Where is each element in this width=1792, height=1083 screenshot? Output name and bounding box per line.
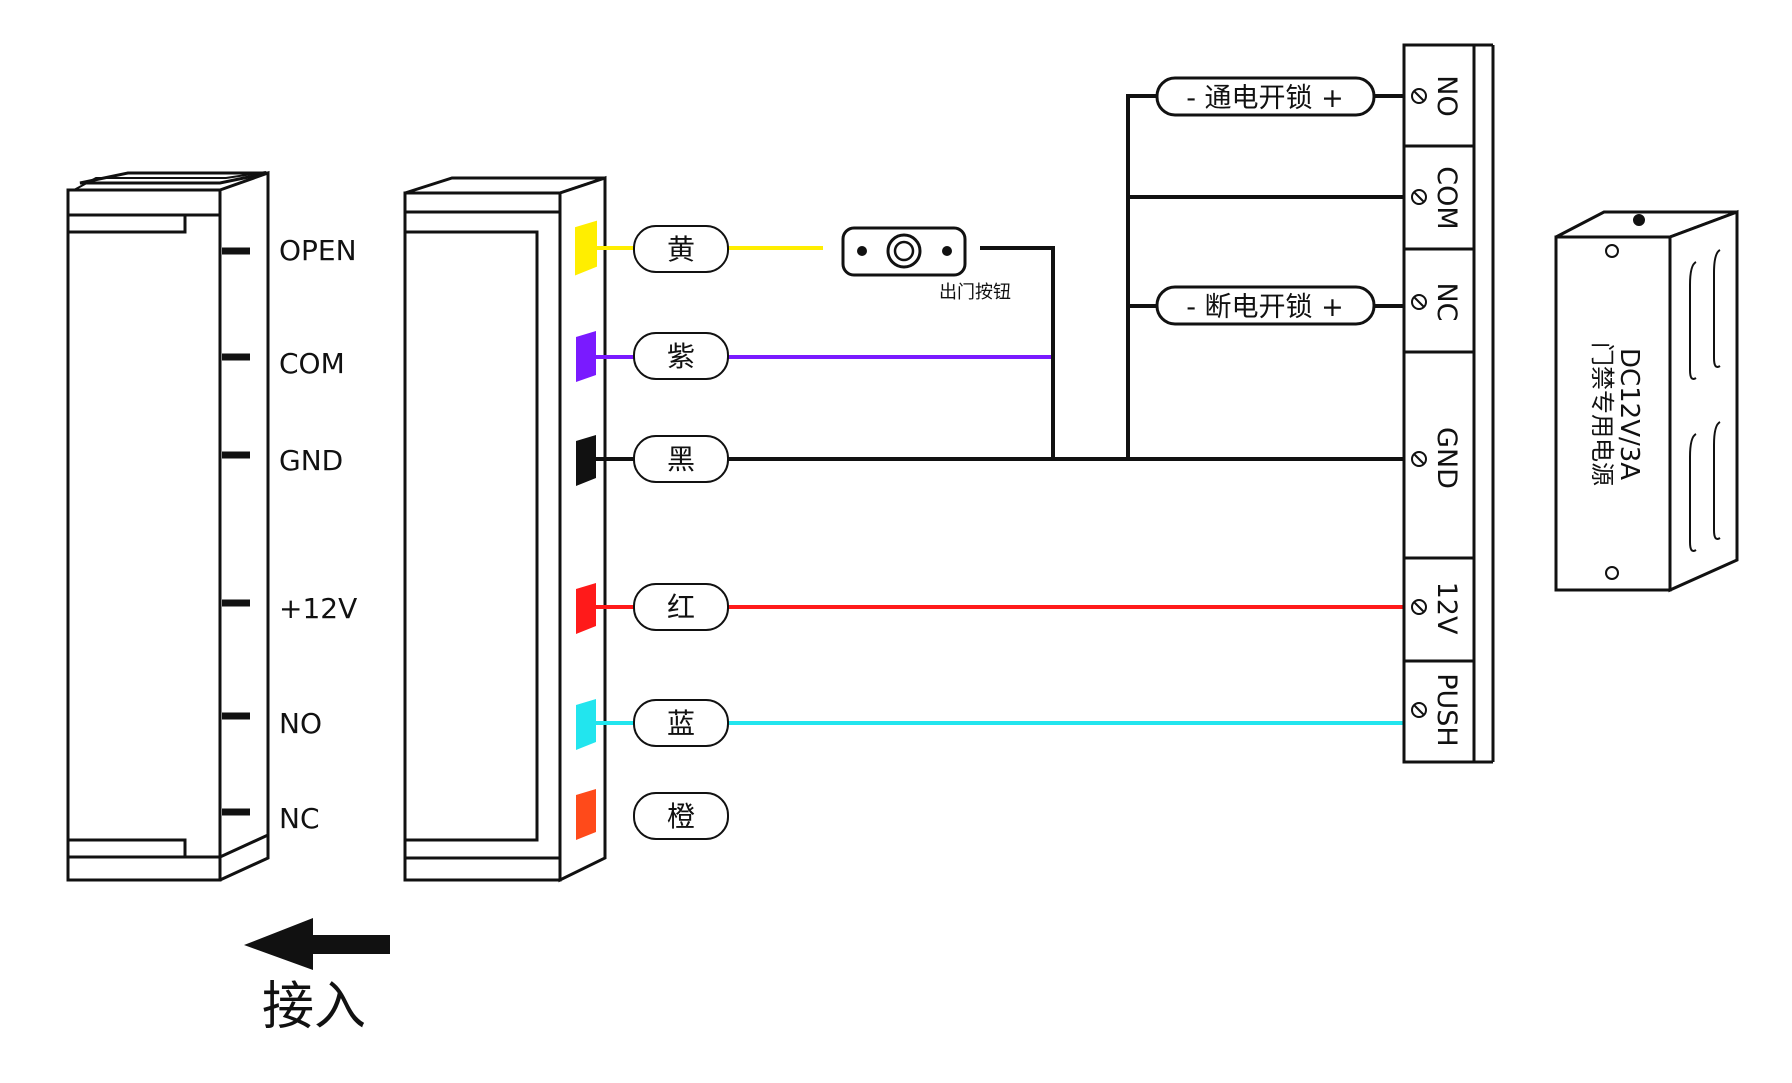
arrow-left-icon (244, 918, 390, 970)
power-supply-screws (1605, 214, 1645, 580)
terminal-label-12v: +12V (279, 592, 357, 625)
connector-red (576, 583, 596, 634)
relay-labels: - 通电开锁 + - 断电开锁 + (1155, 76, 1376, 326)
target-terminal-ticks (222, 247, 250, 816)
terminal-label-com: COM (279, 347, 345, 380)
terminal-label-open: OPEN (279, 234, 357, 267)
connector-cyan (576, 699, 596, 750)
terminal-block-labels: NO COM NC GND 12V PUSH (1431, 75, 1462, 746)
block-label-no: NO (1431, 75, 1462, 116)
terminal-label-no: NO (279, 707, 322, 740)
power-on-unlock-label: - 通电开锁 + (1186, 83, 1344, 114)
wire-label-red: 红 (667, 591, 695, 624)
wire-label-purple: 紫 (667, 340, 695, 373)
power-supply-labels: DC12V/3A 门禁专用电源 (1588, 342, 1644, 486)
target-device (66, 170, 270, 882)
connector-purple (576, 331, 596, 382)
wire-color-labels: 黄 紫 黑 红 蓝 橙 (633, 225, 729, 840)
terminal-screw-slots (1413, 90, 1425, 716)
power-supply-name: 门禁专用电源 (1588, 342, 1616, 486)
wire-label-cyan: 蓝 (667, 707, 695, 740)
arrow-label: 接入 (262, 977, 366, 1037)
terminal-block (1402, 43, 1495, 764)
target-terminal-labels: OPEN COM GND +12V NO NC (279, 234, 357, 835)
terminal-label-nc: NC (279, 802, 320, 835)
power-supply-spec: DC12V/3A (1614, 348, 1644, 480)
exit-button-label: 出门按钮 (939, 282, 1011, 303)
block-label-gnd: GND (1431, 427, 1462, 489)
block-label-push: PUSH (1431, 673, 1462, 747)
block-label-12v: 12V (1431, 582, 1462, 635)
wire-label-orange: 橙 (667, 800, 695, 833)
exit-button: 出门按钮 (841, 226, 1011, 303)
terminal-label-gnd: GND (279, 444, 343, 477)
wire-label-yellow: 黄 (667, 233, 695, 266)
wires (596, 94, 1408, 725)
block-label-com: COM (1431, 166, 1462, 229)
controller-device (403, 175, 607, 883)
block-label-nc: NC (1431, 282, 1462, 321)
power-off-unlock-label: - 断电开锁 + (1186, 292, 1344, 323)
power-supply (1554, 209, 1739, 593)
wire-connectors (575, 220, 597, 840)
connector-orange (576, 789, 596, 840)
wire-label-black: 黑 (667, 443, 695, 476)
connector-black (576, 435, 596, 486)
connector-yellow (575, 220, 597, 276)
